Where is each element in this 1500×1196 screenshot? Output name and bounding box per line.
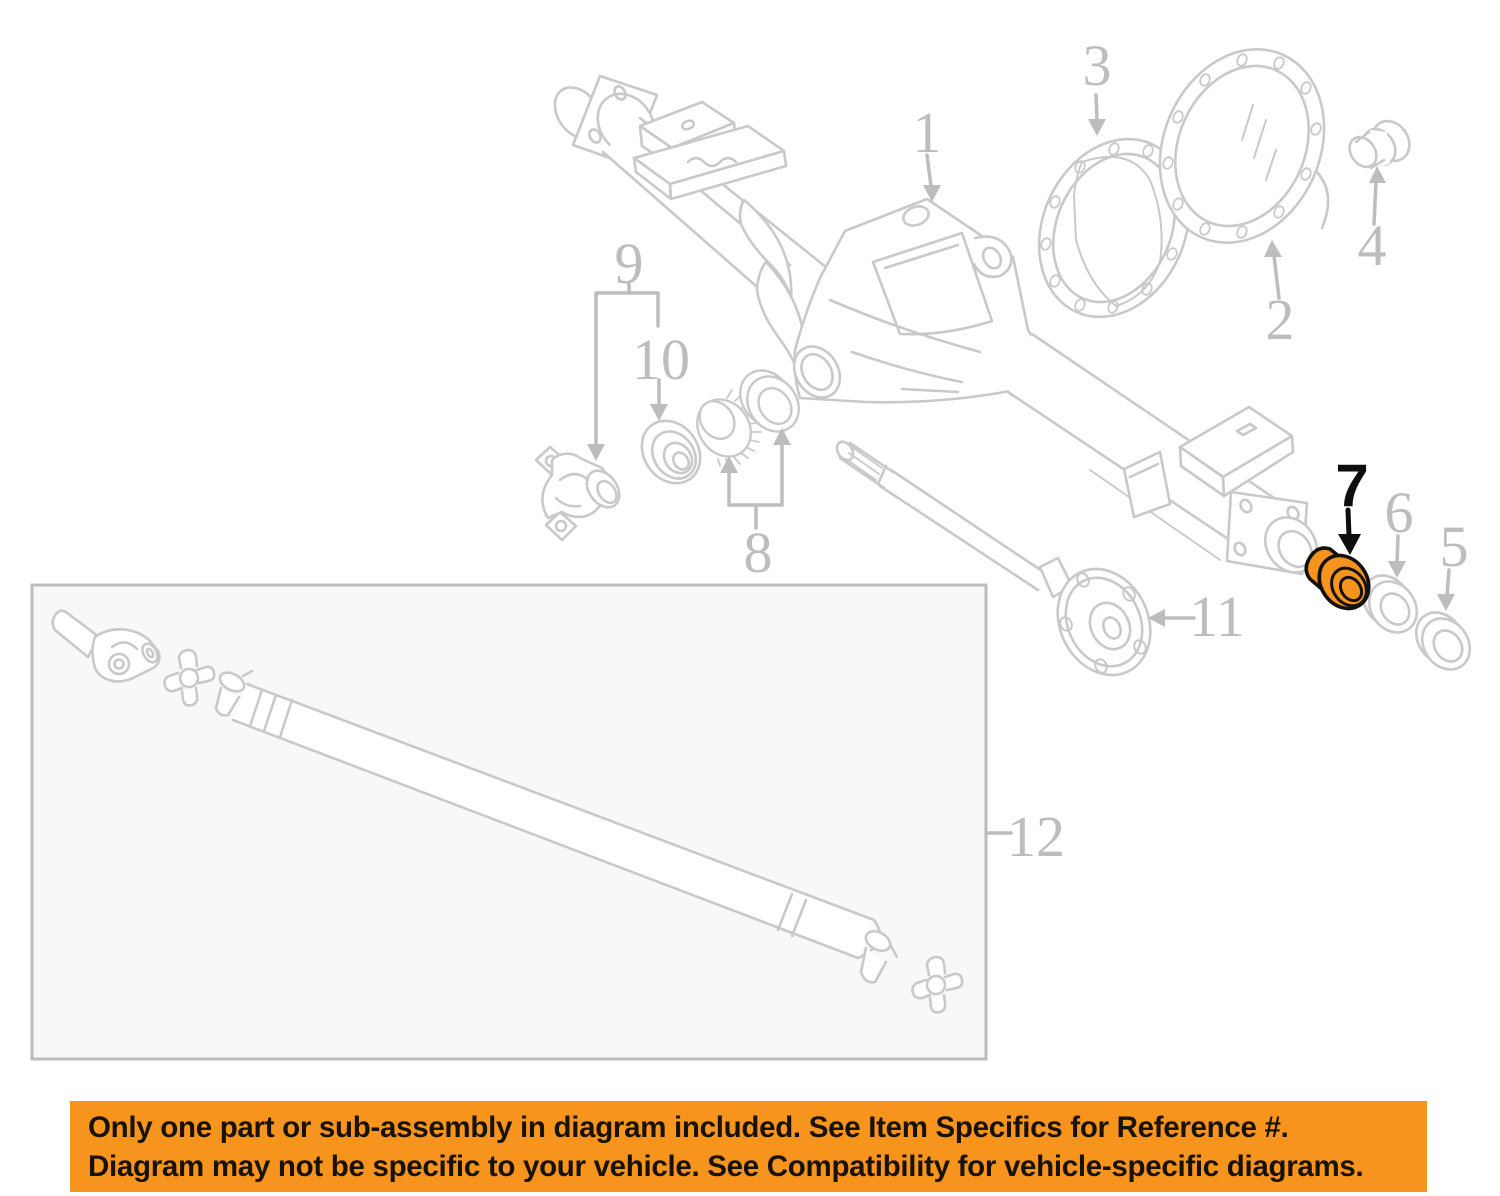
part-7-highlighted (1304, 546, 1371, 611)
bearing-ring-6 (1361, 574, 1419, 634)
callout-arrow-7 (1338, 507, 1361, 555)
callout-11: 11 (1189, 584, 1245, 649)
differential-cover (1158, 47, 1330, 245)
disclaimer-line-2: Diagram may not be specific to your vehi… (88, 1150, 1364, 1183)
driveshaft-assembly (51, 609, 964, 1014)
disclaimer-banner: Only one part or sub-assembly in diagram… (70, 1101, 1427, 1192)
axle-housing (553, 74, 1295, 561)
callout-8: 8 (743, 520, 773, 585)
callout-7-highlighted: 7 (1335, 452, 1369, 519)
callout-6: 6 (1384, 480, 1414, 545)
axle-shaft (835, 440, 1152, 677)
callout-5: 5 (1439, 514, 1469, 579)
wheel-hub-end (1225, 490, 1319, 576)
seal-ring-5 (1414, 611, 1472, 671)
cover-gasket (1037, 137, 1191, 319)
callout-3: 3 (1082, 33, 1112, 98)
callout-12: 12 (1007, 804, 1065, 869)
fill-plug (1348, 119, 1411, 170)
callout-2: 2 (1265, 287, 1295, 352)
pinion-seal (640, 419, 702, 485)
pinion-yoke (534, 445, 621, 542)
callout-arrows (587, 93, 1455, 835)
disclaimer-line-1: Only one part or sub-assembly in diagram… (88, 1111, 1289, 1144)
callout-10: 10 (632, 327, 690, 392)
callout-1: 1 (912, 100, 942, 165)
callout-9: 9 (614, 231, 644, 296)
pinion-bearings (696, 369, 800, 467)
callout-4: 4 (1357, 213, 1387, 278)
